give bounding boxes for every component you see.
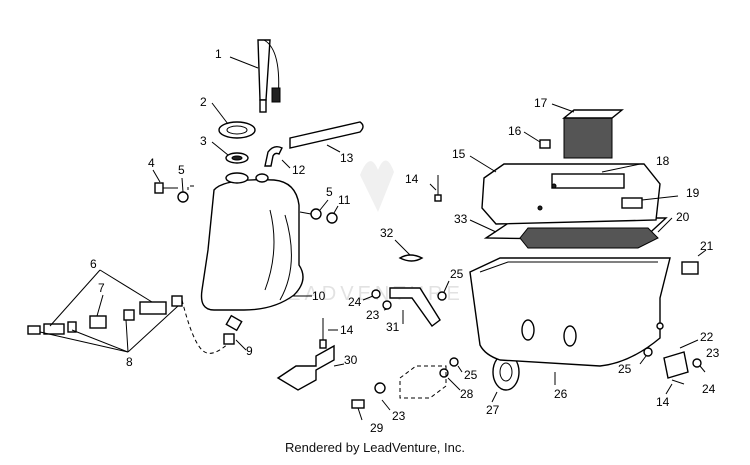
part-washer-nut-right: [299, 199, 339, 224]
callout-31: 31: [386, 320, 400, 334]
callout-14c: 14: [656, 395, 670, 409]
callout-1: 1: [215, 47, 222, 61]
callout-18: 18: [656, 154, 670, 168]
part-support-bracket: [399, 365, 461, 399]
callout-7: 7: [98, 281, 105, 295]
callout-21: 21: [700, 239, 714, 253]
part-elbow-fitting: [264, 145, 291, 169]
part-bolt-left: [152, 169, 189, 203]
part-carriage-bolt: [351, 382, 391, 421]
callout-11: 11: [338, 193, 351, 207]
callout-20: 20: [676, 210, 690, 224]
callout-30: 30: [344, 353, 358, 367]
part-gasket: [211, 141, 249, 164]
callout-14a: 14: [405, 172, 419, 186]
callout-13: 13: [340, 151, 354, 165]
callout-16: 16: [508, 124, 522, 138]
callout-29: 29: [370, 421, 384, 435]
part-fuel-gauge-tube: [229, 39, 281, 113]
callout-23c: 23: [706, 346, 720, 360]
part-mounting-bracket: [389, 287, 441, 327]
callout-32: 32: [380, 226, 394, 240]
callout-8: 8: [126, 355, 133, 369]
callout-22: 22: [700, 330, 714, 344]
callout-2: 2: [200, 95, 207, 109]
part-bolt-bracket: [362, 289, 392, 311]
part-foam-block: [551, 103, 641, 173]
part-fuel-line-assembly: [27, 185, 233, 354]
part-pin-middle: [319, 318, 338, 349]
callout-10: 10: [312, 289, 326, 303]
callout-19: 19: [686, 186, 700, 200]
part-drain-fitting: [223, 314, 247, 351]
callout-5a: 5: [178, 163, 185, 177]
callout-26: 26: [554, 387, 568, 401]
callout-27: 27: [486, 403, 500, 417]
callout-6: 6: [90, 257, 97, 271]
callout-14b: 14: [340, 323, 354, 337]
callout-24a: 24: [348, 295, 362, 309]
callout-33: 33: [454, 212, 468, 226]
part-vent-fitting: [523, 131, 551, 149]
part-battery-box: [469, 257, 671, 385]
callout-17: 17: [534, 96, 548, 110]
callout-15: 15: [452, 147, 466, 161]
part-fuel-cap: [211, 102, 256, 139]
part-fuel-hose: [289, 121, 364, 153]
part-spring-clip: [394, 239, 424, 262]
callout-12: 12: [292, 163, 306, 177]
part-hold-down: [639, 339, 706, 379]
callout-23b: 23: [392, 409, 406, 423]
callout-28: 28: [460, 387, 474, 401]
callout-9: 9: [246, 344, 253, 358]
callout-labels: 1 2 3 4 5 5 6 7 8 9 10 11 12 13 14 14 14…: [90, 47, 720, 435]
callout-25a: 25: [450, 267, 464, 281]
part-nut-lower: [439, 357, 463, 378]
footer-credit: Rendered by LeadVenture, Inc.: [285, 440, 465, 455]
callout-23a: 23: [366, 308, 380, 322]
callout-25c: 25: [618, 362, 632, 376]
part-nut-upper: [437, 280, 450, 301]
callout-24b: 24: [702, 382, 716, 396]
part-bracket-lower: [276, 344, 345, 391]
part-fuel-tank: [200, 172, 312, 311]
part-end-plug: [681, 249, 707, 275]
callout-5b: 5: [326, 185, 333, 199]
part-foam-pad: [519, 217, 673, 249]
callout-4: 4: [148, 156, 155, 170]
part-pin-top: [429, 175, 442, 202]
part-grommet: [491, 353, 520, 403]
part-battery-cover: [469, 155, 679, 225]
callout-3: 3: [200, 134, 207, 148]
part-pin-right: [665, 379, 685, 395]
callout-25b: 25: [464, 368, 478, 382]
